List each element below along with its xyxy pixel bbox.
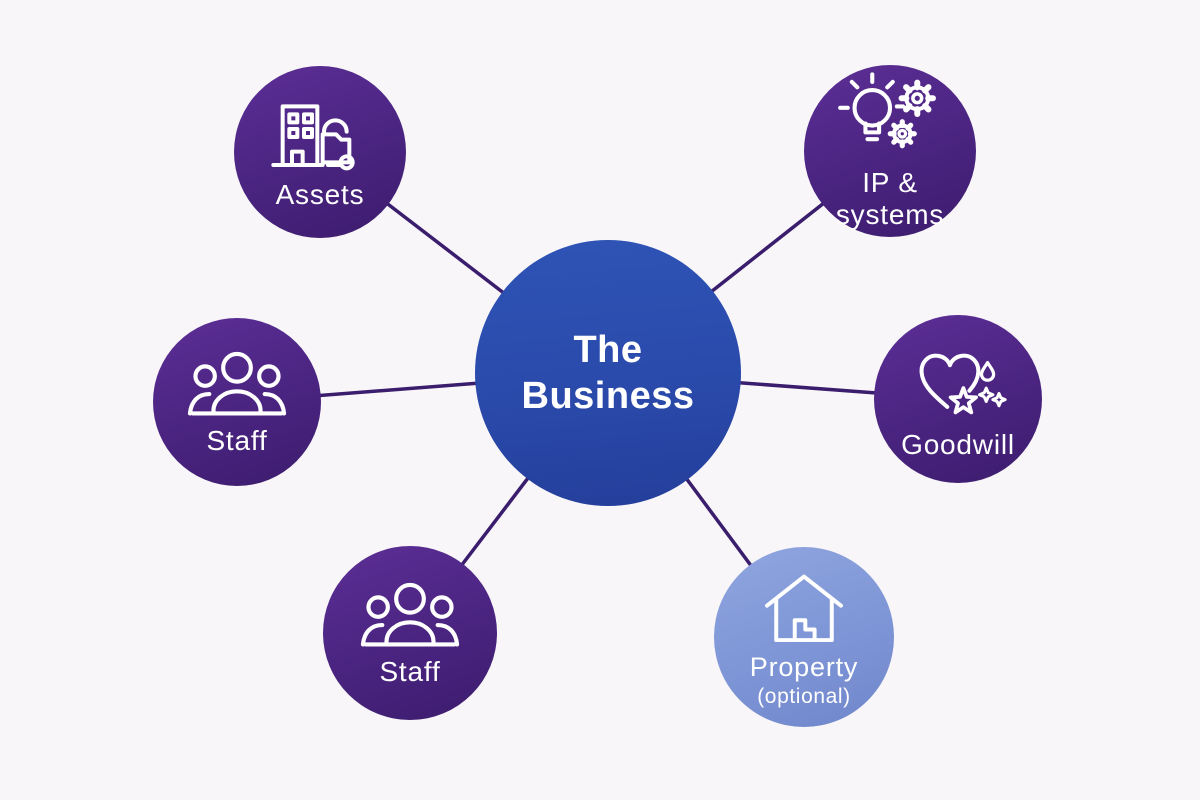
center-label: The Business (522, 327, 695, 420)
center-label-line1: The (573, 328, 643, 371)
building-truck-icon (269, 93, 371, 173)
node-label: Assets (275, 179, 365, 210)
node-assets: Assets (234, 66, 406, 238)
node-label: Staff (206, 425, 268, 456)
people-icon (187, 347, 287, 419)
heart-stars-icon (909, 337, 1007, 423)
node-label: Property (749, 651, 859, 682)
center-label-line2: Business (521, 375, 695, 417)
node-sublabel: (optional) (757, 684, 851, 708)
node-label: Goodwill (901, 429, 1015, 460)
house-icon (756, 566, 852, 648)
node-staff-bottom: Staff (323, 546, 497, 720)
node-goodwill: Goodwill (874, 315, 1042, 483)
node-label: Staff (379, 656, 441, 687)
node-staff-left: Staff (153, 318, 321, 486)
node-the-business: The Business (475, 240, 741, 506)
people-icon (360, 578, 460, 650)
node-property: Property (optional) (714, 547, 894, 727)
node-label: IP & systems (835, 167, 945, 230)
node-ip-systems: IP & systems (804, 65, 976, 237)
lightbulb-gears-icon (838, 71, 942, 161)
